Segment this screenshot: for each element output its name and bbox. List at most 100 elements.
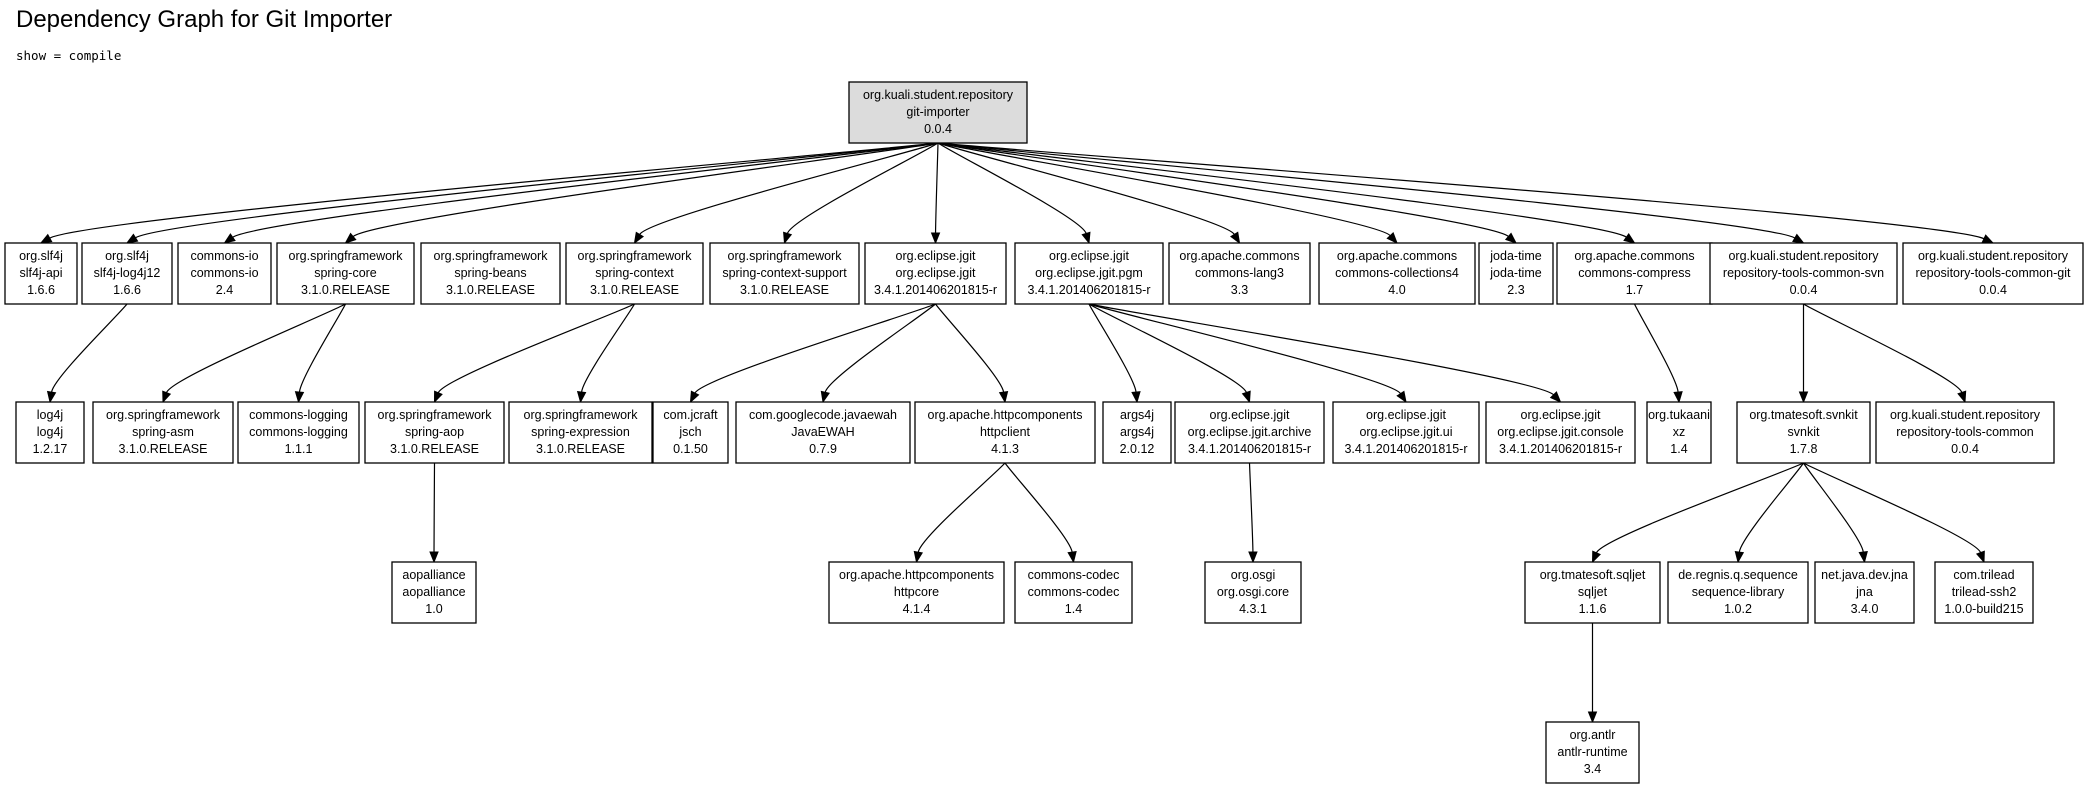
node-artifact-id: commons-io: [190, 266, 258, 280]
node-artifact-id: spring-expression: [531, 425, 630, 439]
node-group-id: commons-io: [190, 249, 258, 263]
node-version: 2.0.12: [1120, 442, 1155, 456]
node-artifact-id: spring-aop: [405, 425, 464, 439]
node-group-id: org.apache.httpcomponents: [928, 408, 1083, 422]
edge-arrowhead: [1067, 550, 1077, 564]
node-box: [1318, 242, 1476, 305]
graph-edge-spring-core-to-spring-asm: [162, 303, 346, 404]
node-box: [1014, 242, 1164, 305]
node-group-id: org.apache.commons: [1574, 249, 1694, 263]
graph-edge-root-to-commons-compress: [937, 142, 1636, 244]
node-version: 4.1.4: [903, 602, 931, 616]
node-box: [1875, 401, 2055, 464]
node-box: [1174, 401, 1325, 464]
node-artifact-id: repository-tools-common-git: [1916, 266, 2071, 280]
graph-edge-jgit-archive-to-osgi-core: [1248, 462, 1258, 564]
edge-line: [1738, 462, 1805, 553]
node-group-id: org.osgi: [1231, 568, 1275, 582]
node-group-id: org.springframework: [378, 408, 493, 422]
graph-edge-svnkit-to-trilead-ssh2: [1803, 462, 1985, 564]
node-group-id: org.antlr: [1570, 728, 1616, 742]
node-artifact-id: xz: [1673, 425, 1686, 439]
edge-arrowhead: [1623, 233, 1636, 244]
edge-line: [437, 303, 635, 394]
node-artifact-id: sequence-library: [1692, 585, 1785, 599]
edge-arrowhead: [1591, 550, 1601, 564]
node-artifact-id: slf4j-log4j12: [94, 266, 161, 280]
graph-edge-root-to-commons-lang3: [937, 142, 1241, 245]
node-group-id: joda-time: [1489, 249, 1541, 263]
node-artifact-id: jna: [1855, 585, 1873, 599]
edge-line: [937, 142, 1509, 237]
node-box: [1709, 242, 1898, 305]
node-artifact-id: sqljet: [1578, 585, 1608, 599]
edge-arrowhead: [1549, 391, 1562, 403]
node-group-id: com.trilead: [1953, 568, 2014, 582]
graph-node-spring-context: org.springframeworkspring-context3.1.0.R…: [565, 242, 704, 305]
node-version: 1.0.2: [1724, 602, 1752, 616]
edge-arrowhead: [1798, 391, 1809, 404]
graph-node-sequence-library: de.regnis.q.sequence sequence-library 1.0.…: [1667, 561, 1809, 624]
nodes-layer: org.kuali.student.repositorygit-importer…: [4, 81, 2084, 784]
graph-edge-root-to-tools-common-git: [937, 142, 1995, 244]
edge-arrowhead: [344, 232, 357, 244]
node-artifact-id: org.eclipse.jgit.archive: [1188, 425, 1312, 439]
graph-edge-commons-compress-to-xz: [1633, 303, 1683, 404]
node-version: 3.4.0: [1851, 602, 1879, 616]
edge-arrowhead: [1396, 390, 1407, 404]
edge-arrowhead: [1957, 390, 1967, 404]
page-subtitle: show = compile: [16, 48, 122, 63]
node-artifact-id: JavaEWAH: [791, 425, 854, 439]
graph-edge-jgit-to-jsch: [689, 303, 936, 404]
node-version: 3.1.0.RELEASE: [740, 283, 829, 297]
edge-arrowhead: [1792, 233, 1805, 244]
graph-edge-tools-common-svn-to-svnkit: [1798, 304, 1809, 404]
node-artifact-id: trilead-ssh2: [1952, 585, 2017, 599]
graph-edge-jgit-to-httpclient: [935, 303, 1009, 404]
graph-edge-root-to-jgit-pgm: [937, 142, 1091, 245]
node-box: [508, 401, 653, 464]
graph-node-spring-beans: org.springframeworkspring-beans3.1.0.REL…: [420, 242, 561, 305]
node-box: [1902, 242, 2084, 305]
node-group-id: org.kuali.student.repository: [1918, 249, 2069, 263]
node-artifact-id: httpclient: [980, 425, 1031, 439]
edge-line: [50, 303, 128, 393]
graph-edge-sqljet-to-antlr-runtime: [1587, 623, 1598, 724]
node-box: [652, 401, 729, 464]
edge-line: [937, 142, 1235, 235]
node-version: 1.6.6: [27, 283, 55, 297]
graph-edge-spring-context-to-spring-expression: [576, 303, 636, 404]
node-version: 3.4.1.201406201815-r: [1344, 442, 1467, 456]
graph-node-tools-common-svn: org.kuali.student.repositoryrepository-t…: [1709, 242, 1898, 305]
graph-node-jgit-console: org.eclipse.jgitorg.eclipse.jgit.console…: [1485, 401, 1636, 464]
graph-node-tools-common-git: org.kuali.student.repository repository-t…: [1902, 242, 2084, 305]
edge-arrowhead: [1734, 550, 1745, 564]
node-version: 1.0.0-build215: [1944, 602, 2023, 616]
edge-line: [1088, 303, 1137, 393]
edge-arrowhead: [913, 550, 924, 564]
node-group-id: net.java.dev.jna: [1821, 568, 1908, 582]
node-artifact-id: commons-codec: [1028, 585, 1120, 599]
graph-edge-root-to-joda-time: [937, 142, 1518, 244]
graph-node-spring-context-support: org.springframeworkspring-context-suppor…: [709, 242, 860, 305]
node-box: [1934, 561, 2034, 624]
node-box: [709, 242, 860, 305]
graph-edge-jgit-pgm-to-jgit-ui: [1088, 303, 1407, 404]
edge-arrowhead: [294, 391, 305, 404]
edge-line: [1088, 303, 1247, 393]
graph-node-spring-core: org.springframeworkspring-core3.1.0.RELE…: [276, 242, 415, 305]
node-group-id: de.regnis.q.sequence: [1678, 568, 1798, 582]
node-group-id: aopalliance: [402, 568, 465, 582]
node-artifact-id: commons-compress: [1578, 266, 1691, 280]
node-box: [276, 242, 415, 305]
graph-edge-spring-aop-to-aopalliance: [429, 462, 439, 564]
node-box: [1478, 242, 1554, 305]
edge-line: [298, 303, 347, 393]
